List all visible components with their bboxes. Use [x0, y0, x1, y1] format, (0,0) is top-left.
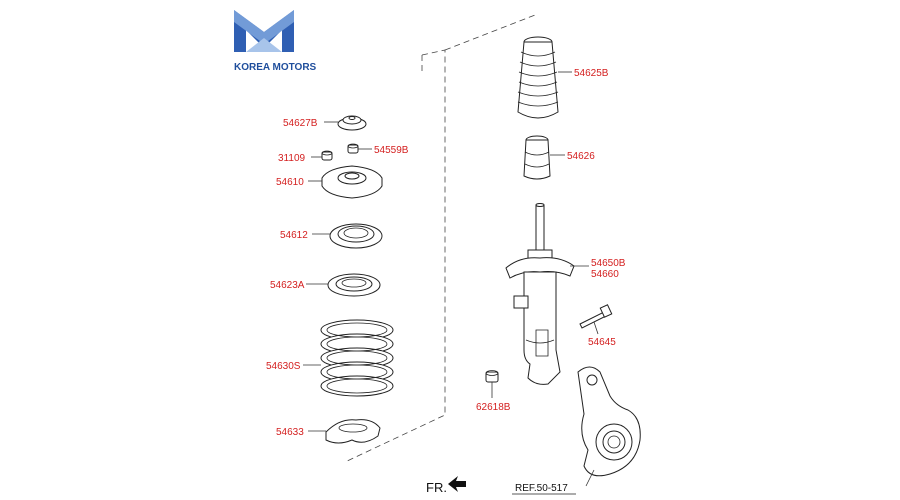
label-54645: 54645: [588, 337, 616, 348]
front-arrow-icon: [448, 476, 466, 492]
label-54627b: 54627B: [283, 118, 318, 129]
part-54630s: 54630S: [266, 319, 394, 397]
label-62618b: 62618B: [476, 402, 511, 413]
ref-text: REF.50-517: [515, 483, 568, 494]
ref-label: REF.50-517: [512, 483, 576, 495]
part-31109: 31109: [278, 150, 333, 164]
front-direction-marker: FR.: [426, 476, 466, 495]
label-54660: 54660: [591, 269, 619, 280]
part-54612: 54612: [280, 223, 383, 249]
part-54645: 54645: [579, 304, 616, 348]
brand-logo: KOREA MOTORS: [234, 10, 317, 73]
part-knuckle-ref: [577, 366, 641, 487]
part-54633: 54633: [276, 419, 381, 444]
part-62618b: 62618B: [476, 370, 511, 413]
brand-name: KOREA MOTORS: [234, 62, 317, 73]
part-54559b: 54559B: [347, 143, 409, 156]
part-54610: 54610: [276, 165, 383, 199]
front-text: FR.: [426, 480, 447, 495]
label-54623a: 54623A: [270, 280, 305, 291]
label-54633: 54633: [276, 427, 304, 438]
part-54626: 54626: [523, 135, 595, 180]
label-54559b: 54559B: [374, 145, 409, 156]
part-54623a: 54623A: [270, 273, 381, 297]
label-54625b: 54625B: [574, 68, 609, 79]
label-54630s: 54630S: [266, 361, 301, 372]
label-54650b: 54650B: [591, 258, 626, 269]
part-54627b: 54627B: [283, 115, 367, 131]
assembly-boundary: [344, 14, 536, 463]
part-strut-54650b-54660: 54650B 54660: [505, 203, 626, 385]
part-54625b: 54625B: [517, 36, 609, 119]
label-31109: 31109: [278, 153, 306, 164]
label-54612: 54612: [280, 230, 308, 241]
label-54610: 54610: [276, 177, 304, 188]
label-54626: 54626: [567, 151, 595, 162]
